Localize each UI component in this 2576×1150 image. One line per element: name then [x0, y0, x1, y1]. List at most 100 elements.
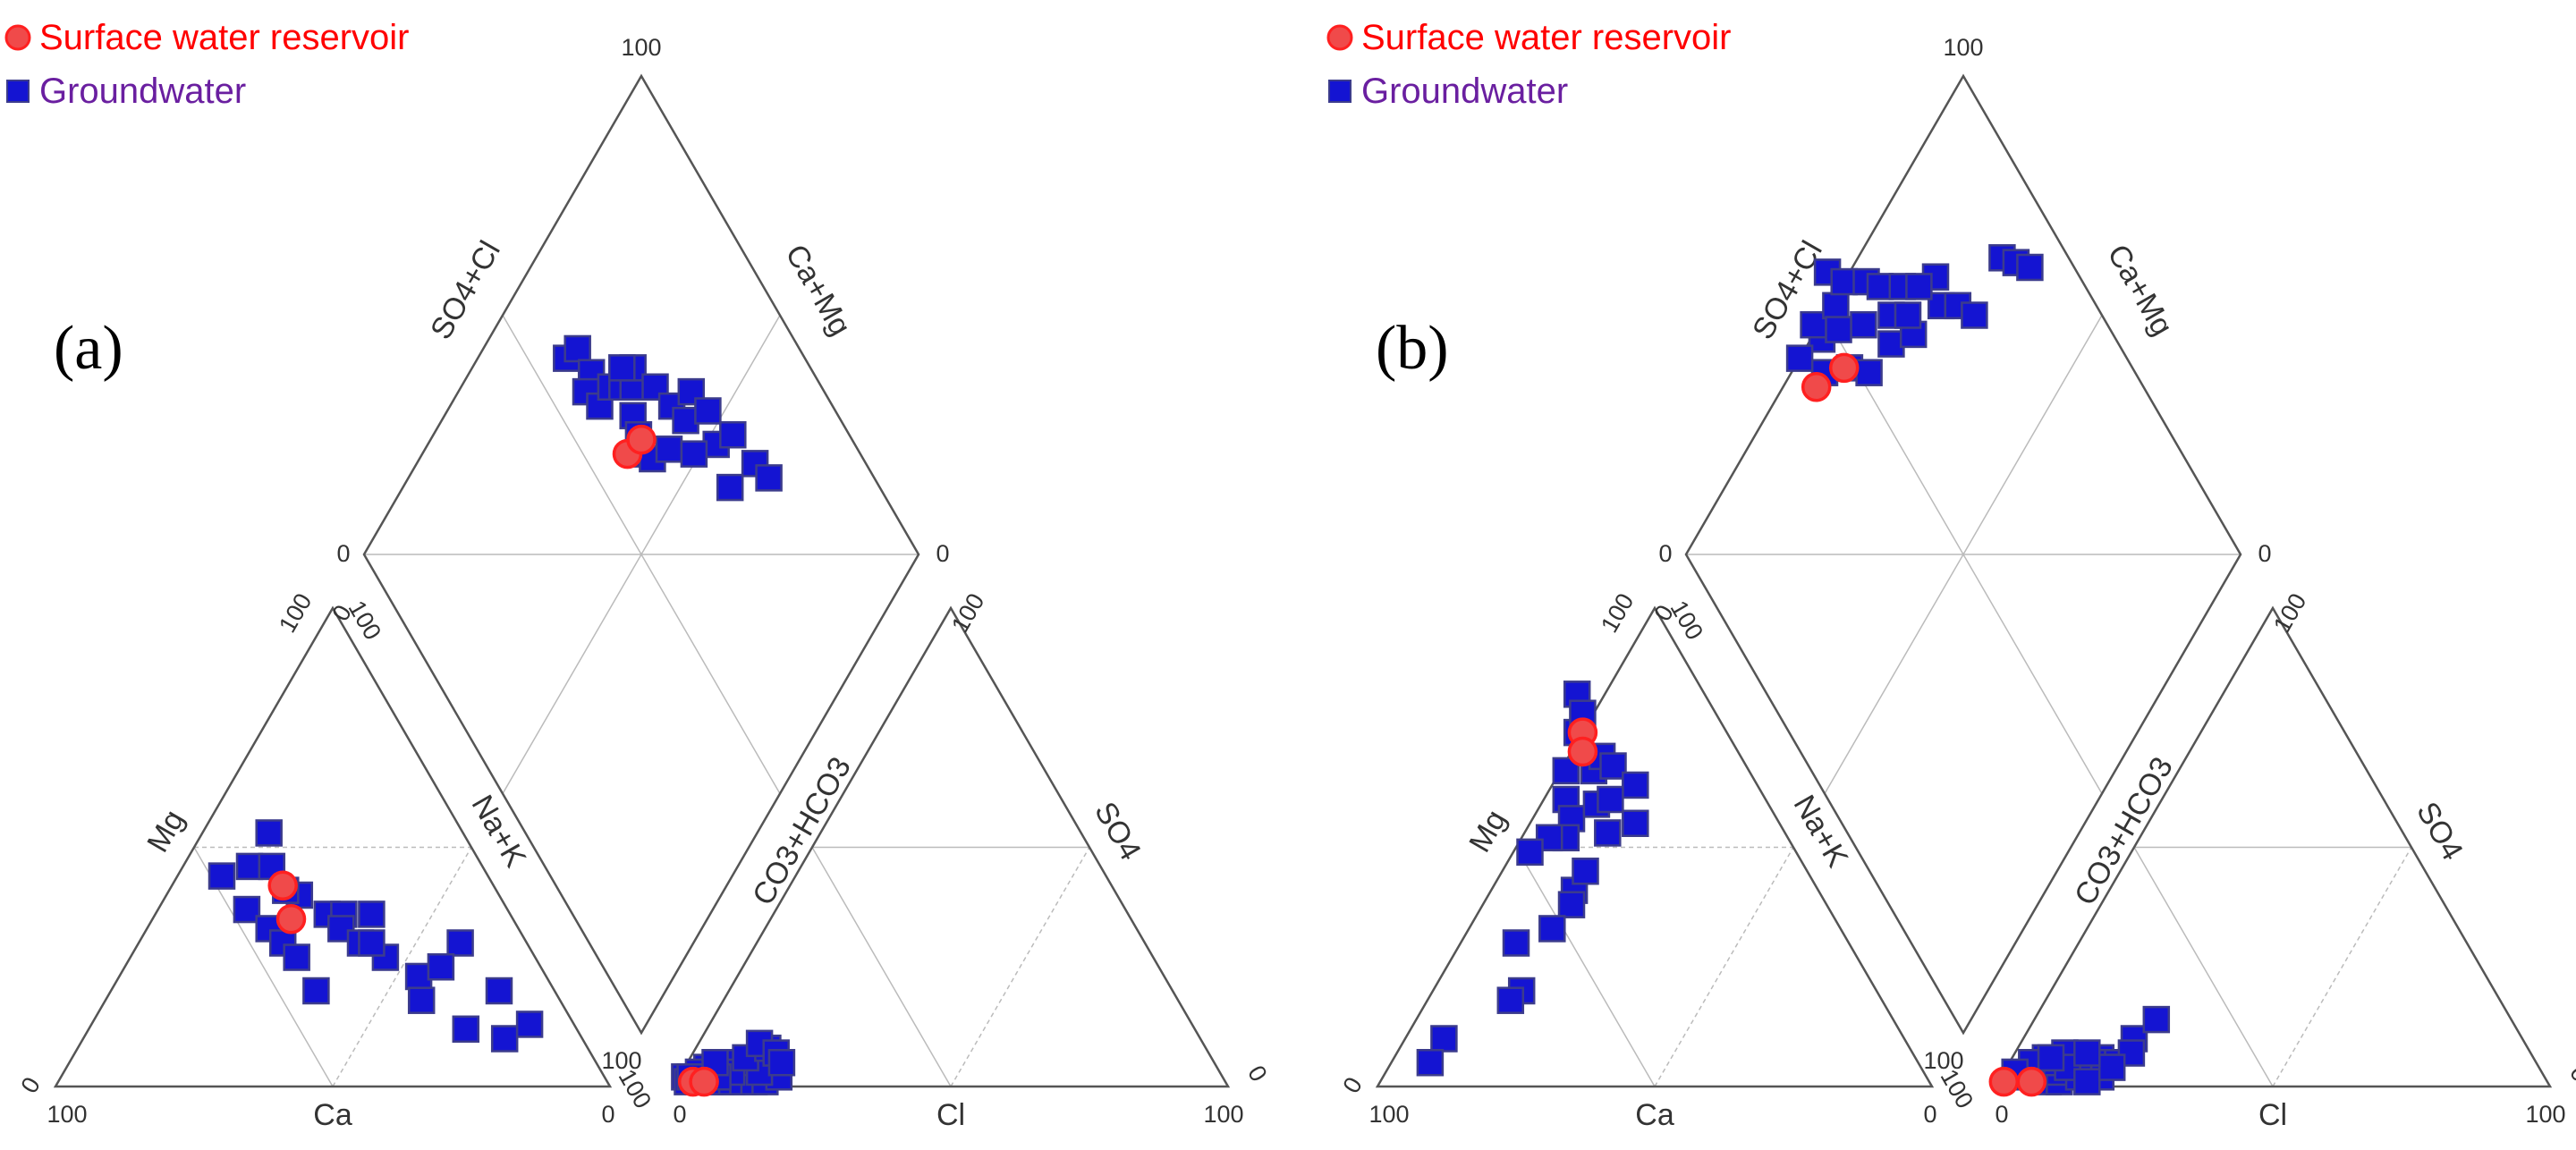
tick-label: 0 [15, 1072, 45, 1097]
axis-label-so4: SO4 [1088, 797, 1148, 867]
series-groundwater [208, 334, 796, 1095]
tick-label: 100 [1923, 1047, 1963, 1074]
surface-water-point-anion [2016, 1066, 2047, 1097]
cation-triangle [53, 605, 613, 1088]
axis-label-cl: Cl [936, 1098, 965, 1132]
groundwater-point-cation [255, 819, 283, 847]
groundwater-point-diamond [716, 473, 744, 502]
tick-label: 0 [2564, 1061, 2576, 1086]
groundwater-point-diamond [2016, 253, 2044, 282]
surface-water-point-cation [275, 904, 307, 934]
tick-label: 0 [1923, 1101, 1936, 1128]
groundwater-point-diamond [680, 440, 708, 468]
tick-label: 0 [2258, 540, 2271, 567]
groundwater-point-cation [407, 986, 436, 1014]
groundwater-point-diamond [719, 421, 747, 449]
surface-water-point-diamond [1828, 352, 1860, 384]
tick-label: 0 [1995, 1101, 2008, 1128]
groundwater-point-cation [452, 1015, 480, 1044]
legend-marker-surface [1326, 24, 1353, 51]
tick-label: 0 [1337, 1072, 1367, 1097]
surface-water-point-cation [1567, 736, 1598, 767]
groundwater-point-diamond [672, 406, 699, 435]
groundwater-point-diamond [1800, 310, 1827, 339]
legend-label-groundwater: Groundwater [39, 72, 246, 111]
tick-label: 100 [2268, 588, 2312, 637]
anion-triangle [1993, 605, 2553, 1088]
surface-water-point-anion [1988, 1066, 2020, 1097]
tick-label: 0 [1242, 1061, 1272, 1086]
groundwater-point-cation [208, 862, 236, 890]
groundwater-point-cation [233, 895, 261, 924]
groundwater-point-diamond [1855, 359, 1883, 386]
axis-label-mg: Mg [1462, 805, 1513, 858]
groundwater-point-anion [767, 1049, 796, 1077]
legend-label-surface: Surface water reservoir [1361, 18, 1731, 57]
groundwater-point-anion [2097, 1053, 2126, 1081]
panel-label: (b) [1376, 314, 1449, 383]
groundwater-point-diamond [1894, 301, 1922, 329]
anion-grid-line [950, 847, 1090, 1087]
groundwater-point-diamond [1850, 310, 1877, 339]
tick-label: 100 [47, 1101, 87, 1128]
tick-label: 0 [1658, 540, 1672, 567]
axis-label-co3-hco3: CO3+HCO3 [746, 751, 858, 911]
tick-label: 0 [936, 540, 949, 567]
groundwater-point-anion [2073, 1068, 2101, 1095]
groundwater-point-cation [258, 852, 286, 881]
groundwater-point-cation [1502, 929, 1530, 957]
groundwater-point-cation [1496, 986, 1525, 1014]
axis-label-mg: Mg [140, 805, 191, 858]
groundwater-point-cation [1430, 1025, 1458, 1053]
anion-triangle [671, 605, 1231, 1088]
groundwater-point-diamond [655, 435, 683, 463]
tick-label: 100 [1368, 1101, 1409, 1128]
groundwater-point-diamond [608, 354, 636, 382]
groundwater-point-cation [358, 901, 386, 928]
tick-label: 100 [2525, 1101, 2565, 1128]
cation-grid-line [1654, 847, 1794, 1087]
legend-label-groundwater: Groundwater [1361, 72, 1568, 111]
tick-label: 100 [1596, 588, 1640, 637]
central-diamond [362, 73, 920, 1036]
groundwater-point-cation [485, 977, 513, 1005]
legend-marker-groundwater [6, 80, 30, 103]
groundwater-point-diamond [1825, 316, 1852, 343]
surface-water-point-diamond [1801, 372, 1832, 402]
tick-label: 100 [621, 34, 661, 61]
groundwater-point-diamond [1905, 273, 1933, 300]
tick-label: 100 [1203, 1101, 1243, 1128]
series-surface-water [267, 424, 719, 1097]
groundwater-point-cation [446, 929, 474, 957]
groundwater-point-anion [2073, 1039, 2101, 1067]
surface-water-point-cation [267, 870, 298, 901]
panel-label: (a) [54, 314, 123, 383]
axis-label-ca: Ca [1635, 1098, 1674, 1132]
groundwater-point-cation [358, 929, 386, 957]
groundwater-point-diamond [1961, 301, 1988, 329]
axis-label-ca: Ca [313, 1098, 352, 1132]
axis-label-ca-mg: Ca+Mg [778, 239, 857, 342]
legend-label-surface: Surface water reservoir [39, 18, 409, 57]
groundwater-point-cation [1538, 915, 1566, 943]
tick-label: 0 [673, 1101, 686, 1128]
surface-water-point-anion [689, 1066, 719, 1097]
groundwater-point-diamond [755, 464, 783, 492]
groundwater-point-cation [1516, 838, 1544, 867]
groundwater-point-cation [1622, 771, 1649, 799]
groundwater-point-cation [1594, 819, 1622, 847]
groundwater-point-diamond [564, 334, 591, 363]
legend-marker-surface [4, 24, 31, 51]
groundwater-point-cation [302, 977, 330, 1005]
series-groundwater [1416, 244, 2171, 1095]
anion-grid-line [811, 847, 952, 1087]
axis-label-so4: SO4 [2410, 797, 2470, 867]
surface-water-point-diamond [626, 424, 657, 455]
anion-grid-line [2133, 847, 2274, 1087]
groundwater-point-diamond [694, 397, 722, 425]
